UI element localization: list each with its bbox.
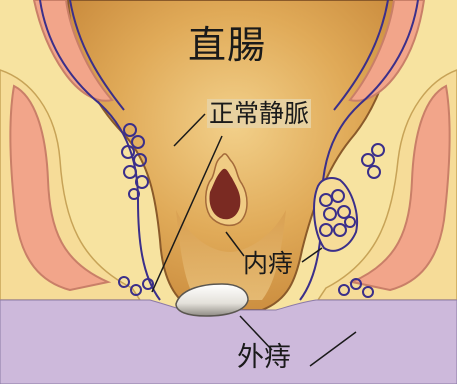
normal-vein-text: 正常静脈 <box>207 99 311 128</box>
normal-vein-label: 正常静脈 <box>207 101 311 126</box>
external-hemorrhoid-label: 外痔 <box>237 344 291 371</box>
title-rectum-label: 直腸 <box>188 26 266 64</box>
internal-hemorrhoid-label: 内痔 <box>243 251 293 276</box>
